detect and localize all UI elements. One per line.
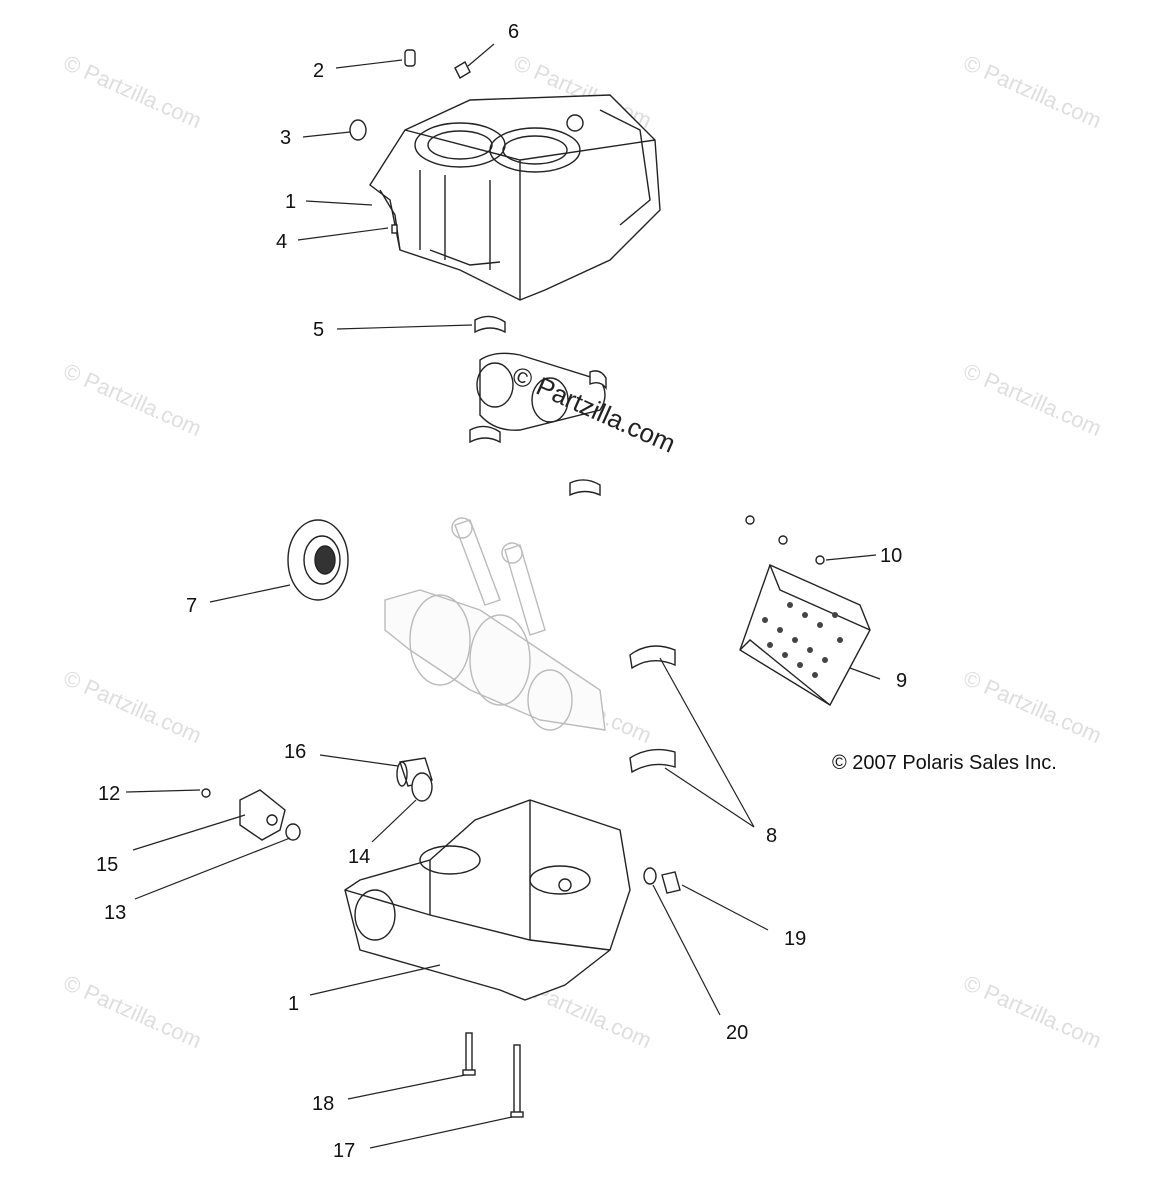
callout-13: 13 (104, 902, 127, 924)
crankshaft (384, 517, 606, 731)
crank-seal (287, 519, 349, 601)
pin-4 (391, 224, 398, 234)
screw-10 (745, 515, 825, 565)
lower-crankcase (344, 799, 631, 1001)
callout-20: 20 (726, 1022, 749, 1044)
o-ring-13 (285, 823, 301, 841)
callout-6: 6 (508, 21, 520, 43)
callout-7: 7 (186, 595, 198, 617)
bearing-set-upper (469, 315, 607, 497)
callout-12: 12 (98, 783, 121, 805)
callout-16: 16 (284, 741, 307, 763)
callout-10: 10 (880, 545, 903, 567)
copyright-notice: © 2007 Polaris Sales Inc. (832, 752, 1057, 774)
ring-14 (411, 772, 433, 802)
callout-1-lower: 1 (288, 993, 300, 1015)
callout-3: 3 (280, 127, 292, 149)
stud-18 (462, 1032, 476, 1076)
callout-4: 4 (276, 231, 288, 253)
dowel-pin-6 (454, 61, 471, 79)
dowel-pin-2 (404, 49, 416, 67)
callout-14: 14 (348, 846, 371, 868)
callout-15: 15 (96, 854, 119, 876)
stud-17 (510, 1044, 524, 1118)
bolt-12 (201, 788, 211, 798)
leader-lines (125, 43, 881, 1149)
callout-19: 19 (784, 928, 807, 950)
sensor-housing-15 (239, 789, 286, 841)
callout-17: 17 (333, 1140, 356, 1162)
callout-18: 18 (312, 1093, 335, 1115)
oil-baffle-plate (739, 564, 871, 706)
callout-1-upper: 1 (285, 191, 297, 213)
bearing-insert-8b (629, 748, 676, 774)
bearing-insert-8a (629, 645, 676, 670)
callout-9: 9 (896, 670, 908, 692)
callout-2: 2 (313, 60, 325, 82)
washer-20 (643, 867, 657, 885)
callout-8: 8 (766, 825, 778, 847)
o-ring-3 (349, 119, 367, 141)
callout-5: 5 (313, 319, 325, 341)
drain-plug-19 (661, 871, 681, 894)
upper-crankcase (369, 94, 661, 301)
